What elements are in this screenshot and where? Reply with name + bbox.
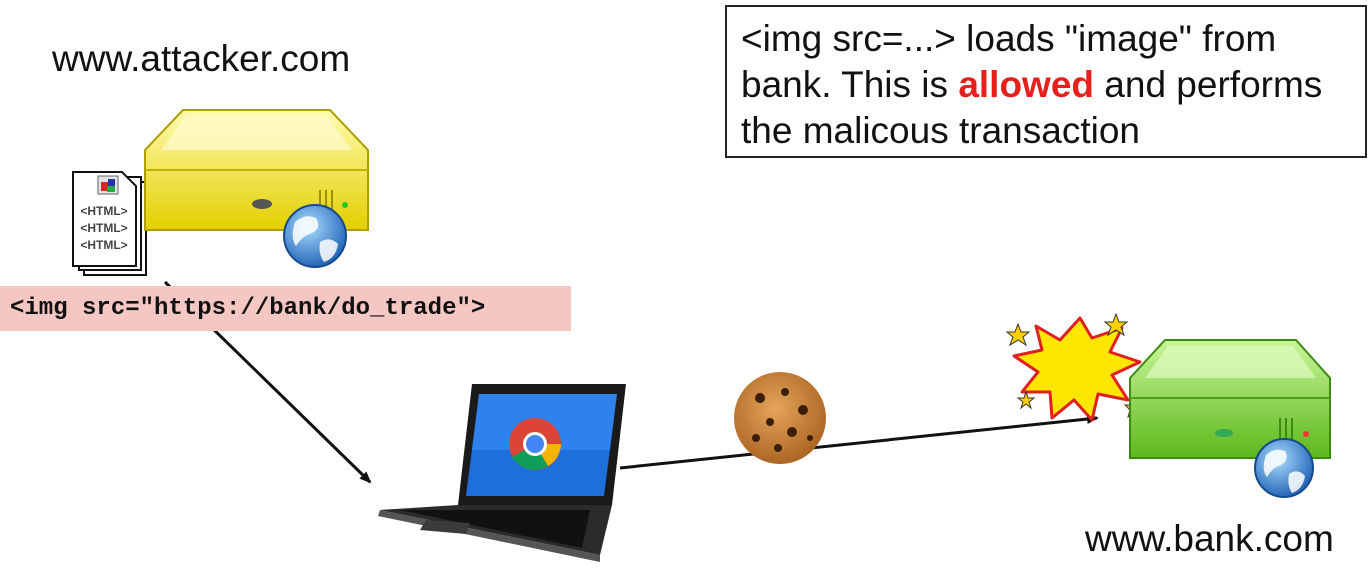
- laptop-icon: [378, 384, 626, 562]
- globe-icon: [1254, 438, 1314, 498]
- html-document-icon: <HTML> <HTML> <HTML>: [72, 171, 147, 276]
- attacker-domain-label: www.attacker.com: [52, 38, 351, 79]
- cookie-icon: [734, 372, 826, 464]
- yellow-server-icon: [144, 109, 369, 231]
- html-tag-line: <HTML>: [80, 204, 127, 218]
- explosion-icon: [1005, 312, 1147, 422]
- bank-domain-label: www.bank.com: [1085, 518, 1334, 559]
- browser-to-bank-arrow: [619, 414, 1099, 470]
- globe-icon: [283, 204, 347, 268]
- code-snippet: <img src="https://bank/do_trade">: [0, 286, 571, 331]
- chrome-icon: [509, 418, 561, 470]
- green-server-icon: [1129, 339, 1331, 459]
- callout-text-after: and performs the malicous transaction: [741, 64, 1323, 151]
- html-tag-line: <HTML>: [80, 238, 127, 252]
- callout-text-before: <img src=...> loads "image" from bank. T…: [741, 18, 1277, 105]
- explanation-callout: <img src=...> loads "image" from bank. T…: [725, 5, 1367, 158]
- html-tag-line: <HTML>: [80, 221, 127, 235]
- callout-highlight-word: allowed: [958, 64, 1095, 105]
